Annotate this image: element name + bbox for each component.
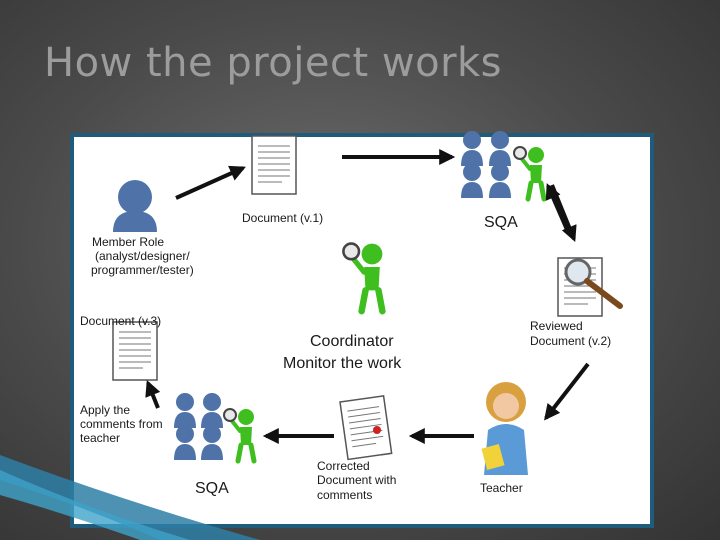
- arrow-sqa-to-doc-v3: [145, 380, 161, 409]
- arrow-reviewed-to-teacher: [544, 362, 590, 421]
- label-teacher: Teacher: [480, 481, 523, 495]
- arrow-member-to-doc: [175, 165, 246, 200]
- label-reviewed: Reviewed: [530, 319, 583, 333]
- arrow-reviewed-to-sqa: [545, 183, 570, 233]
- label-sqa-top: SQA: [484, 214, 518, 231]
- label-member-role-line3: programmer/tester): [91, 263, 194, 277]
- label-reviewed-doc-v2: Document (v.2): [530, 334, 612, 348]
- label-coordinator: Coordinator: [310, 333, 394, 350]
- label-apply: Apply the: [80, 403, 131, 417]
- label-corrected: Corrected: [317, 459, 370, 473]
- label-apply-teacher: teacher: [80, 431, 121, 445]
- label-sqa-bottom: SQA: [195, 480, 229, 497]
- label-member-role: Member Role: [92, 235, 165, 249]
- label-document-v3: Document (v.3): [80, 314, 162, 328]
- reviewed-document-icon: [557, 257, 623, 317]
- teacher-icon: [481, 382, 528, 475]
- label-member-role-line2: (analyst/designer/: [95, 249, 190, 263]
- member-role-person-icon: [113, 180, 157, 232]
- label-document-v1: Document (v.1): [242, 211, 324, 225]
- label-corrected-doc: Document with: [317, 473, 397, 487]
- label-apply-comments: comments from: [80, 417, 163, 431]
- flow-arrows: [145, 149, 590, 444]
- label-corrected-comments: comments: [317, 488, 373, 502]
- corrected-document-icon: [339, 395, 393, 461]
- slide-title: How the project works: [44, 40, 503, 86]
- label-monitor-work: Monitor the work: [283, 355, 402, 372]
